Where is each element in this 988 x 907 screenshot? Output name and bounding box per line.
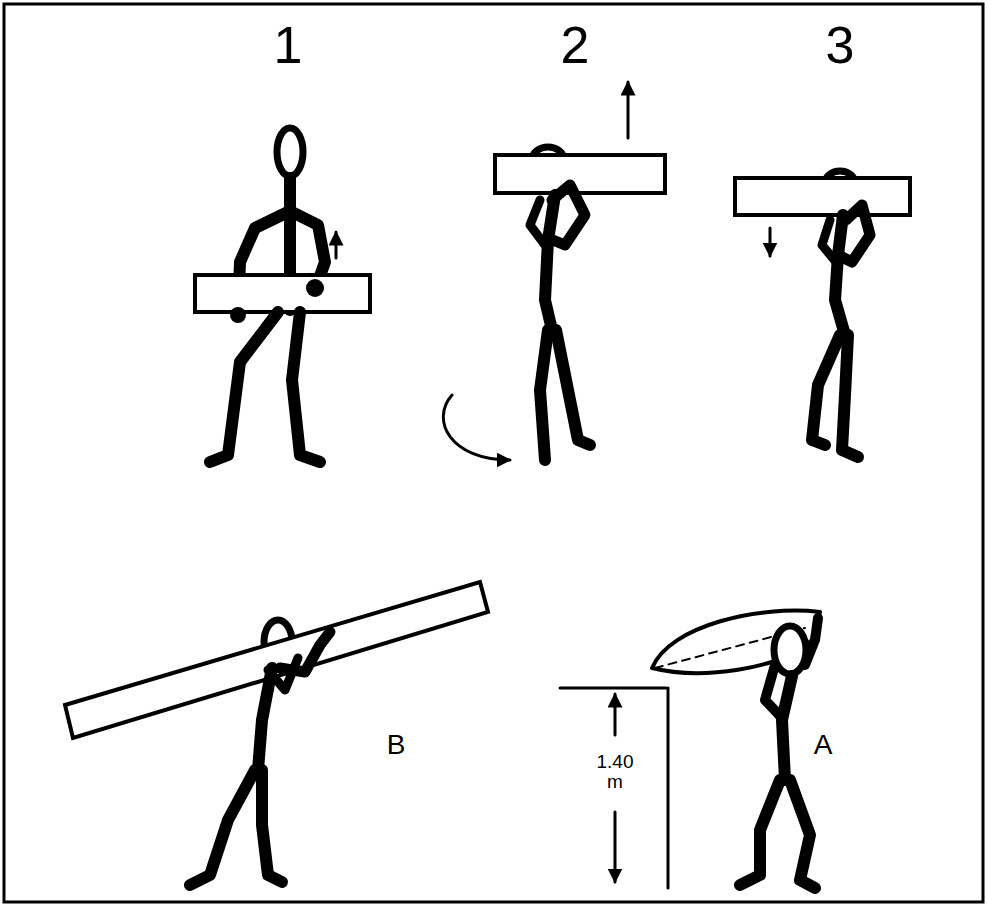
- figure-a: [560, 611, 820, 888]
- figure-three: [735, 171, 910, 457]
- figure-b: [65, 582, 488, 885]
- frame-border: [4, 4, 983, 902]
- figure-number: 2: [545, 18, 605, 73]
- figure-two: [443, 82, 665, 460]
- height-dimension: 1.40 m: [594, 752, 636, 792]
- figure-one: [195, 128, 370, 462]
- figure-letter: A: [803, 730, 843, 759]
- figure-number: 1: [258, 18, 318, 73]
- figure-number: 3: [810, 18, 870, 73]
- figure-letter: B: [376, 730, 416, 759]
